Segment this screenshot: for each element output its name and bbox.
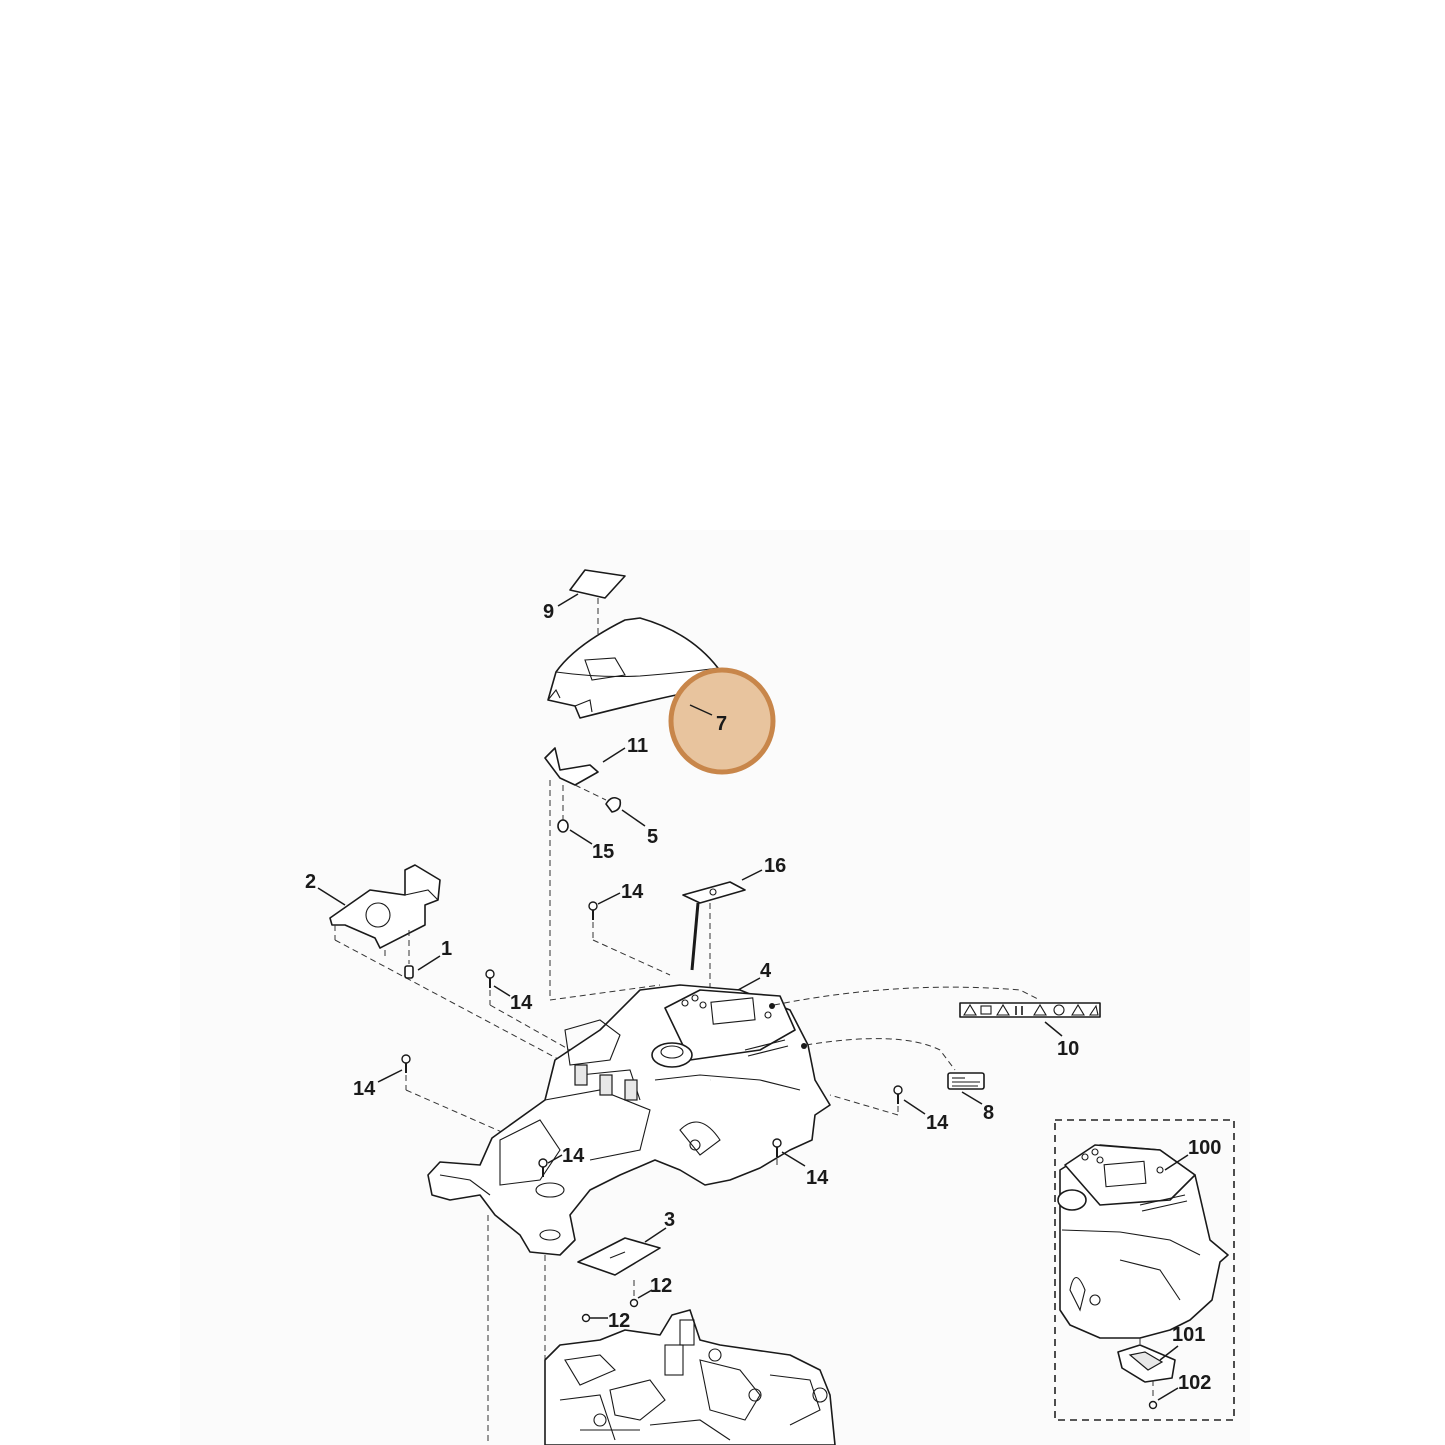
callout-102[interactable]: 102 [1178, 1372, 1211, 1394]
screw-icon [485, 969, 571, 1051]
part-2-bracket [329, 864, 561, 1061]
rating-plate-icon [801, 1038, 985, 1090]
callout-16[interactable]: 16 [764, 855, 786, 877]
callout-9[interactable]: 9 [543, 601, 554, 623]
callout-14e[interactable]: 14 [926, 1112, 949, 1134]
callout-14b[interactable]: 14 [510, 992, 533, 1014]
screw-icon [829, 1085, 903, 1116]
part-15-pin [557, 819, 569, 833]
callout-14a[interactable]: 14 [621, 881, 644, 903]
callout-14d[interactable]: 14 [562, 1145, 585, 1167]
callout-10[interactable]: 10 [1057, 1038, 1079, 1060]
part-5-spring [574, 784, 622, 813]
callout-15[interactable]: 15 [592, 841, 614, 863]
callout-12a[interactable]: 12 [650, 1275, 672, 1297]
callout-14c[interactable]: 14 [353, 1078, 376, 1100]
callout-3[interactable]: 3 [664, 1209, 675, 1231]
part-4-housing [427, 984, 831, 1256]
screw-icon [588, 901, 671, 976]
callout-8[interactable]: 8 [983, 1102, 994, 1124]
callout-4[interactable]: 4 [760, 960, 772, 982]
lower-chassis [544, 1309, 836, 1445]
part-3-seal [577, 1237, 661, 1276]
callout-7[interactable]: 7 [716, 713, 727, 735]
part-101-bracket [1117, 1344, 1176, 1383]
callout-101[interactable]: 101 [1172, 1324, 1205, 1346]
screw-icon [581, 1313, 591, 1323]
callout-2[interactable]: 2 [305, 871, 316, 893]
screw-icon [538, 1158, 548, 1177]
screw-icon [629, 1280, 639, 1308]
warning-pictogram-strip-icon [769, 986, 1101, 1018]
callout-100[interactable]: 100 [1188, 1137, 1221, 1159]
part-1-sleeve [404, 930, 414, 979]
callout-12b[interactable]: 12 [608, 1310, 630, 1332]
callout-5[interactable]: 5 [647, 826, 658, 848]
callout-1[interactable]: 1 [441, 938, 452, 960]
highlight-circle[interactable] [668, 667, 776, 775]
part-16-rod [682, 881, 746, 1080]
screw-icon [1148, 1380, 1158, 1410]
inset-assembly-100 [1054, 1119, 1235, 1421]
callout-14f[interactable]: 14 [806, 1167, 829, 1189]
screw-icon [772, 1138, 782, 1168]
part-11-latch [544, 747, 599, 1000]
callout-11[interactable]: 11 [627, 735, 648, 757]
